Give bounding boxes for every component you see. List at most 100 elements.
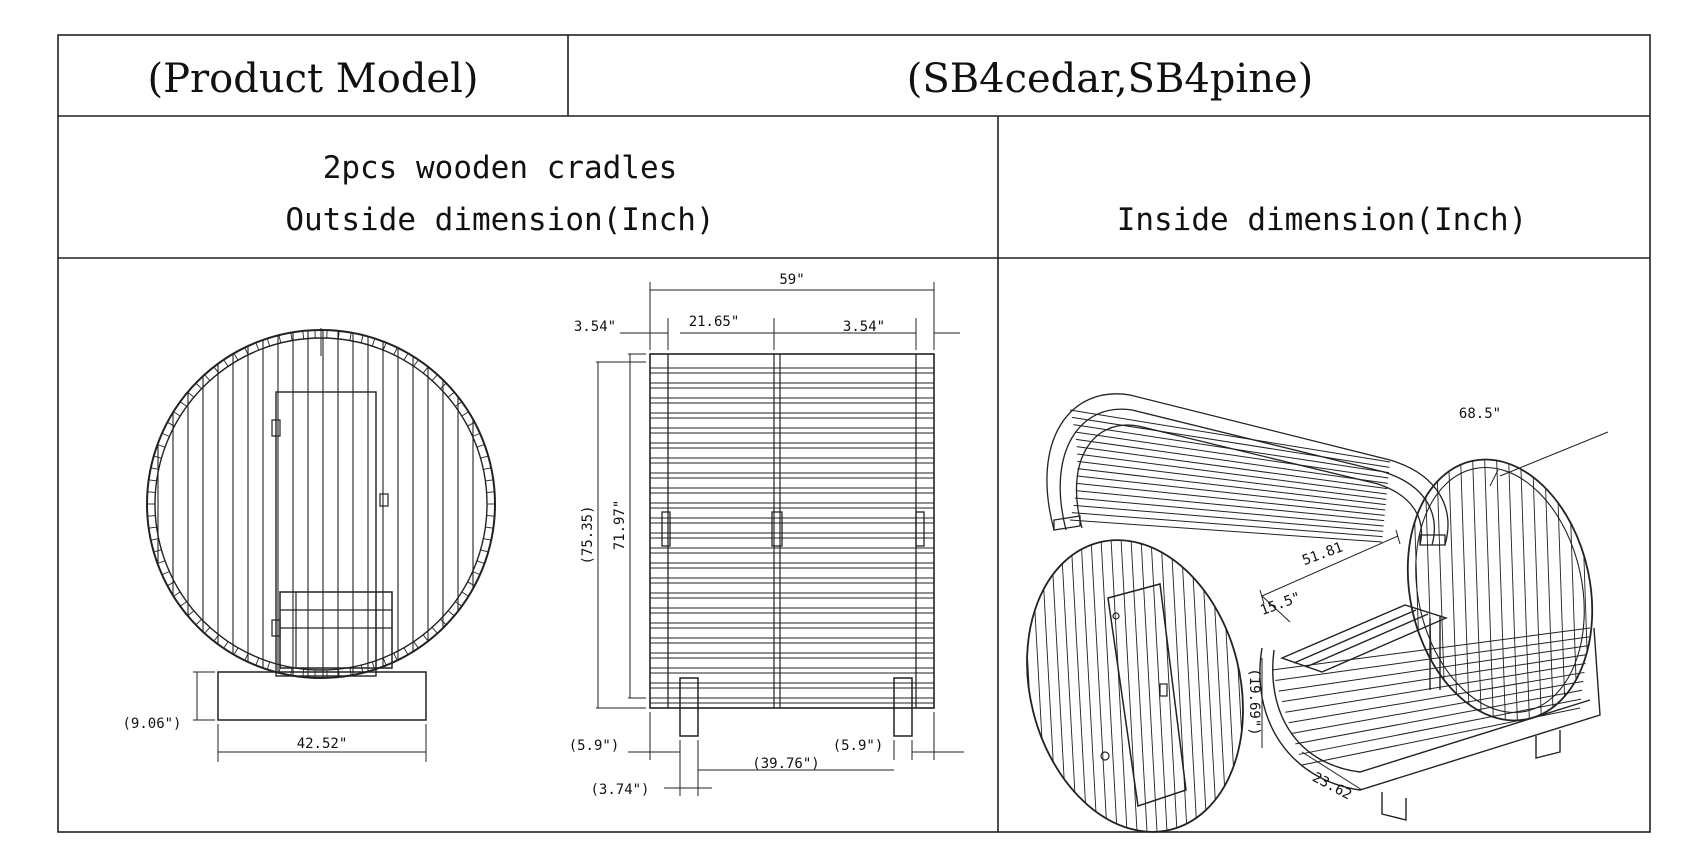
ring-tick (414, 642, 418, 649)
ring-tick (196, 383, 202, 389)
ring-tick (462, 592, 469, 596)
roof-slat (1077, 447, 1388, 489)
ring-tick (423, 367, 428, 373)
inside-view (997, 394, 1615, 855)
door-slat (1220, 520, 1238, 850)
front-cradle (218, 672, 426, 720)
door-slat (1030, 520, 1048, 850)
dim-bench-depth: 15.5" (1258, 590, 1303, 619)
ring-tick (188, 392, 194, 397)
ring-tick (394, 348, 398, 355)
ring-tick (404, 648, 408, 655)
outside-title-line2: Outside dimension(Inch) (285, 202, 714, 238)
back-wall (1385, 442, 1616, 738)
ring-tick (483, 539, 491, 541)
door-hinge-icon (1101, 752, 1109, 760)
back-slat (1460, 440, 1470, 740)
dim-cradle-spacing: (39.76") (752, 756, 819, 772)
door-handle-icon (1160, 684, 1167, 696)
dim-total-length: 59" (779, 272, 804, 288)
ring-tick (487, 516, 495, 517)
back-slat (1568, 440, 1578, 740)
product-model-label: (Product Model) (148, 56, 479, 102)
roof-slat (1075, 498, 1384, 526)
dim-body-height: 71.97" (612, 500, 628, 551)
ring-tick (205, 627, 210, 633)
band-clamp-icon (662, 512, 670, 546)
ring-tick (180, 602, 186, 607)
ring-tick (462, 412, 469, 416)
dim-bench-height: (19.69") (1246, 668, 1262, 735)
inside-title: Inside dimension(Inch) (1117, 202, 1528, 238)
door-slat (1190, 520, 1208, 850)
roof-slat (1070, 410, 1390, 462)
back-slat (1580, 440, 1590, 740)
ring-tick (149, 480, 157, 481)
ring-tick (196, 619, 202, 625)
ring-tick (448, 392, 454, 397)
dim-right-overhang: 3.54" (843, 319, 885, 335)
door-slat (1110, 520, 1128, 850)
dim-cradle-depth: (3.74") (590, 782, 649, 798)
ring-tick (394, 653, 398, 660)
side-cradle-right (894, 678, 912, 736)
ring-tick (383, 343, 386, 350)
front-view (147, 320, 495, 762)
door-hinge-icon (1113, 613, 1119, 619)
roof-shell (1047, 394, 1448, 545)
ring-tick (404, 353, 408, 360)
door-slat (1040, 520, 1058, 850)
ring-tick (256, 343, 259, 350)
roof-slat (1073, 505, 1383, 531)
side-cradle-left (680, 678, 698, 736)
ring-tick (383, 658, 386, 665)
back-slat (1544, 440, 1554, 740)
ring-tick (256, 658, 259, 665)
side-body (650, 354, 934, 708)
ring-tick (432, 627, 437, 633)
ring-tick (267, 662, 269, 670)
roof-slat (1070, 520, 1382, 542)
dim-right-offset: (5.9") (833, 738, 884, 754)
ring-tick (303, 331, 304, 339)
door-slat (1210, 520, 1228, 850)
ring-tick (234, 648, 238, 655)
dim-cradle-height: (9.06") (122, 716, 181, 732)
roof-slat (1077, 461, 1386, 499)
ring-tick (487, 492, 495, 493)
back-slat (1472, 440, 1482, 740)
dim-inner-length: 68.5" (1459, 406, 1501, 422)
ring-tick (180, 402, 186, 407)
door-slat (1100, 520, 1118, 850)
ring-tick (448, 611, 454, 616)
ring-tick (477, 444, 485, 447)
ring-tick (485, 527, 493, 528)
dim-left-overhang: 3.54" (574, 319, 616, 335)
side-slats (650, 368, 934, 703)
ring-tick (279, 335, 281, 343)
side-view (596, 282, 964, 796)
lower-shell (1260, 605, 1600, 820)
door-slat (1050, 520, 1068, 850)
ring-tick (361, 335, 363, 343)
ring-tick (468, 582, 475, 586)
door-slat (1070, 520, 1088, 850)
door-slat (1230, 520, 1248, 850)
dim-floor-width: 23.62 (1310, 770, 1355, 804)
floor-slat (1295, 690, 1582, 744)
ring-tick (468, 422, 475, 426)
ring-tick (188, 611, 194, 616)
ring-tick (149, 527, 157, 528)
ring-tick (485, 480, 493, 481)
ring-tick (473, 433, 480, 436)
ring-tick (173, 412, 180, 416)
door-slat (1060, 520, 1078, 850)
ring-tick (157, 444, 165, 447)
front-inner-ring (155, 338, 487, 670)
ring-tick (147, 492, 155, 493)
floor-slat (1279, 646, 1588, 691)
product-model-value: (SB4cedar,SB4pine) (907, 56, 1314, 102)
ring-tick (372, 339, 374, 347)
